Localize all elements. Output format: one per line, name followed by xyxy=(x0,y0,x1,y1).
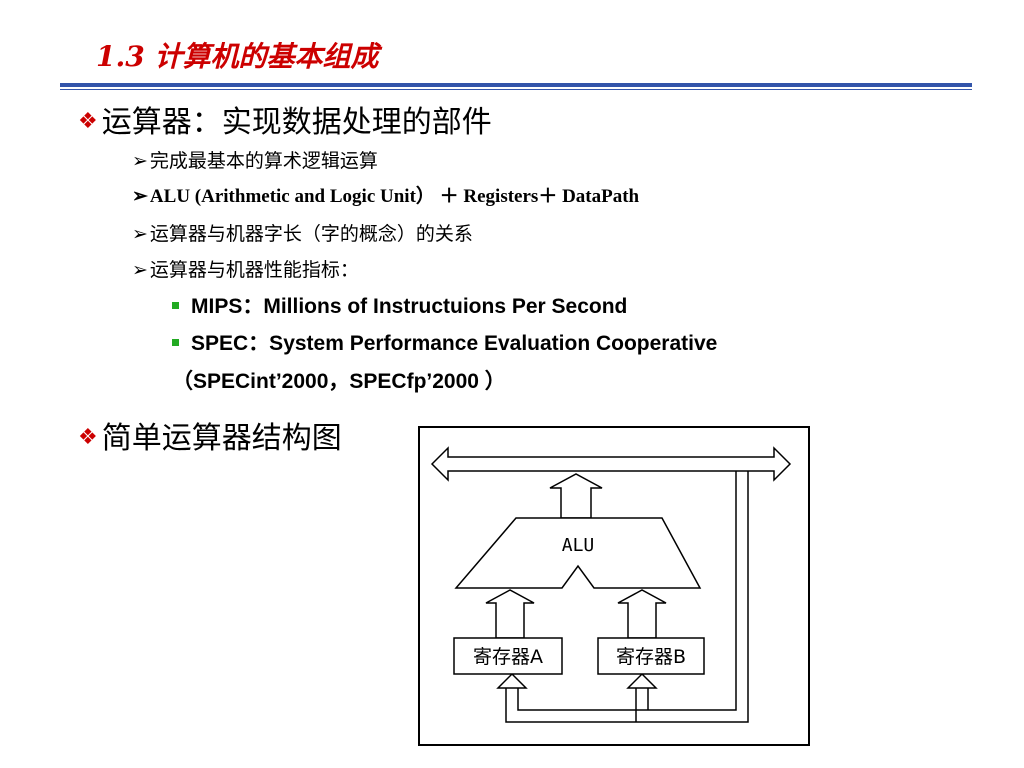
item-text: ALU (Arithmetic and Logic Unit） ＋ Regist… xyxy=(149,186,640,207)
section1-heading: ❖运算器：实现数据处理的部件 xyxy=(78,104,492,141)
section1-item-4: ➢运算器与机器性能指标： xyxy=(132,257,359,283)
subitem-text: SPEC：System Performance Evaluation Coope… xyxy=(191,332,718,355)
register-b-label: 寄存器B xyxy=(616,646,686,668)
section2-heading: ❖简单运算器结构图 xyxy=(78,420,342,457)
arrow-bullet-icon: ➢ xyxy=(132,186,148,207)
item-text: 完成最基本的算术逻辑运算 xyxy=(149,150,378,172)
alu-output-arrow xyxy=(549,473,603,519)
feedback-arrowhead-b xyxy=(626,672,658,689)
data-bus-arrow xyxy=(430,446,792,482)
arrow-bullet-icon: ➢ xyxy=(132,150,148,172)
alu-shape xyxy=(454,517,702,589)
item-text: 运算器与机器字长（字的概念）的关系 xyxy=(149,223,473,245)
square-bullet-icon xyxy=(172,339,179,346)
section1-item-3: ➢运算器与机器字长（字的概念）的关系 xyxy=(132,221,473,247)
slide-title: 1.3 计算机的基本组成 xyxy=(96,40,379,73)
title-rule-thick xyxy=(60,83,972,87)
arrow-bullet-icon: ➢ xyxy=(132,259,148,281)
subitem-spec: SPEC：System Performance Evaluation Coope… xyxy=(172,330,717,358)
arrow-bullet-icon: ➢ xyxy=(132,223,148,245)
section1-item-1: ➢完成最基本的算术逻辑运算 xyxy=(132,148,378,174)
register-b-input-arrow xyxy=(617,589,667,639)
subitem-mips: MIPS：Millions of Instructuions Per Secon… xyxy=(172,293,627,321)
register-a-box xyxy=(453,637,563,675)
subitem-text: MIPS：Millions of Instructuions Per Secon… xyxy=(191,295,628,318)
title-rule-thin xyxy=(60,89,972,90)
diamond-bullet-icon: ❖ xyxy=(78,425,98,450)
section2-heading-text: 简单运算器结构图 xyxy=(101,421,342,456)
diamond-bullet-icon: ❖ xyxy=(78,109,98,134)
section1-item-2: ➢ALU (Arithmetic and Logic Unit） ＋ Regis… xyxy=(132,184,639,210)
feedback-path-inner xyxy=(517,471,737,711)
subitem-spec-continuation: （SPECint’2000，SPECfp’2000 ） xyxy=(172,370,506,393)
alu-structure-diagram: ALU 寄存器A 寄存器B xyxy=(418,426,810,746)
alu-label: ALU xyxy=(562,535,595,556)
register-a-label: 寄存器A xyxy=(473,646,543,668)
section1-heading-text: 运算器：实现数据处理的部件 xyxy=(101,105,492,140)
feedback-path-outer xyxy=(505,471,749,723)
square-bullet-icon xyxy=(172,302,179,309)
register-a-input-arrow xyxy=(485,589,535,639)
item-text: 运算器与机器性能指标： xyxy=(149,259,359,281)
feedback-arrowhead-a xyxy=(496,672,528,689)
register-b-box xyxy=(597,637,705,675)
